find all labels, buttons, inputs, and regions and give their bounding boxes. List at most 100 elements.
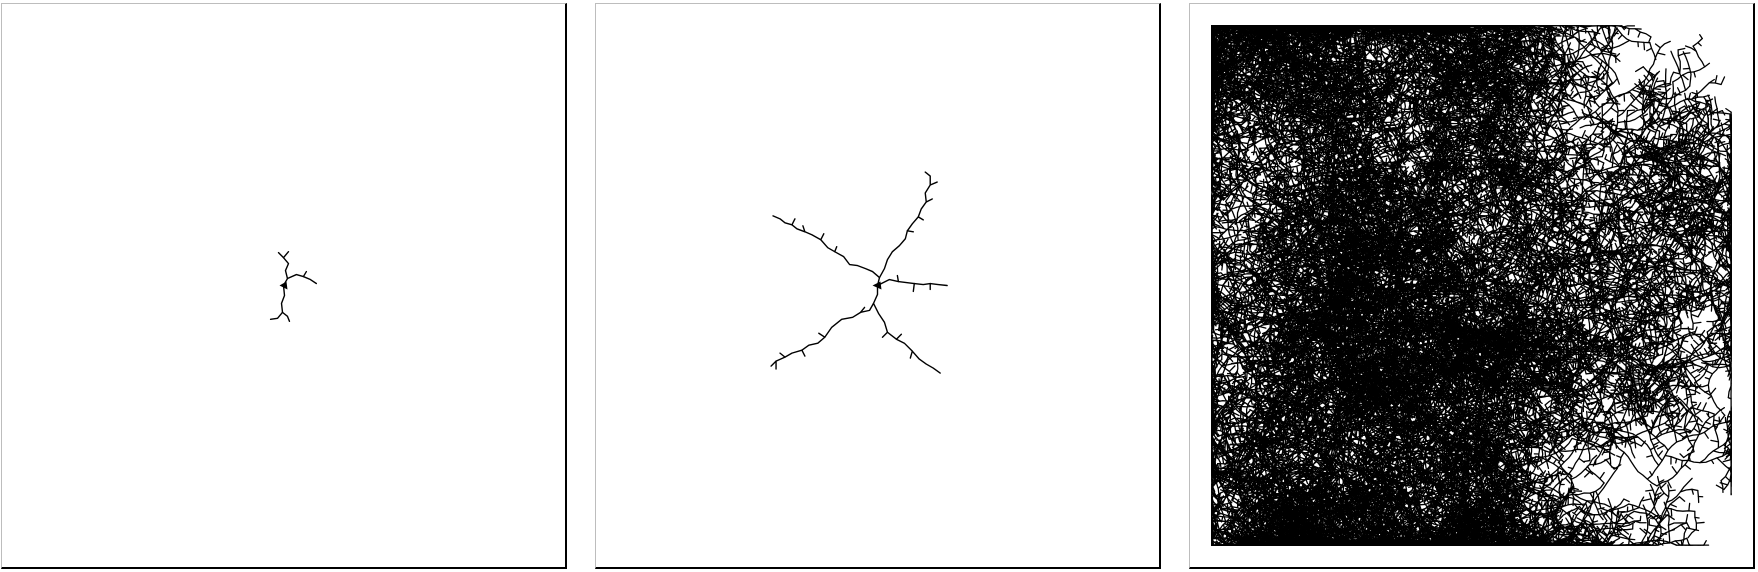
branch bbox=[1525, 201, 1533, 244]
branch bbox=[1263, 227, 1266, 235]
branch bbox=[1259, 242, 1268, 249]
branch bbox=[1585, 146, 1592, 150]
branch bbox=[1255, 274, 1272, 301]
branch bbox=[1262, 266, 1266, 275]
branch bbox=[1225, 183, 1243, 203]
branch bbox=[1211, 234, 1242, 242]
branch bbox=[1220, 272, 1226, 278]
tree-branches bbox=[1211, 25, 1732, 546]
branch bbox=[929, 181, 938, 186]
branch bbox=[1225, 194, 1239, 216]
branch bbox=[896, 274, 900, 283]
branch bbox=[1211, 215, 1219, 224]
branching-tree-early bbox=[269, 250, 318, 323]
branch bbox=[1257, 225, 1262, 235]
branch bbox=[1512, 68, 1520, 72]
branch bbox=[1544, 203, 1548, 212]
branch bbox=[1232, 226, 1236, 237]
branch bbox=[1250, 279, 1255, 287]
branch bbox=[1245, 277, 1249, 286]
branch bbox=[802, 225, 806, 233]
branch bbox=[1592, 137, 1597, 143]
branch bbox=[834, 246, 838, 253]
branch bbox=[1239, 228, 1276, 235]
branch bbox=[1251, 115, 1257, 122]
branch bbox=[859, 306, 866, 314]
branch bbox=[818, 332, 826, 338]
branch bbox=[801, 349, 806, 357]
branch bbox=[1259, 218, 1269, 225]
branch bbox=[1242, 283, 1247, 289]
branch bbox=[1229, 241, 1249, 293]
tree-branches bbox=[269, 250, 318, 323]
branch bbox=[281, 311, 291, 323]
branch bbox=[1211, 223, 1262, 232]
branch bbox=[1244, 312, 1248, 332]
branch bbox=[1212, 243, 1219, 248]
branch bbox=[791, 218, 796, 226]
branch bbox=[1261, 255, 1268, 260]
branch bbox=[1211, 233, 1220, 239]
branch bbox=[1228, 266, 1235, 270]
branch bbox=[1246, 196, 1255, 200]
branch bbox=[1250, 234, 1260, 238]
tree-branches bbox=[770, 171, 948, 374]
branch bbox=[1234, 134, 1285, 226]
branch bbox=[277, 251, 285, 259]
branch bbox=[1285, 182, 1304, 188]
branch bbox=[872, 302, 941, 374]
branch bbox=[1241, 185, 1249, 193]
branch bbox=[1244, 218, 1255, 221]
branch bbox=[1237, 244, 1246, 249]
branch bbox=[1253, 125, 1257, 145]
branch bbox=[1250, 257, 1257, 265]
branch bbox=[820, 233, 825, 241]
branch bbox=[1581, 129, 1586, 139]
branch bbox=[1314, 260, 1322, 263]
branch bbox=[1559, 122, 1569, 125]
branch bbox=[1225, 200, 1239, 241]
branch bbox=[1228, 277, 1275, 293]
branch bbox=[269, 284, 286, 321]
branch bbox=[1266, 254, 1296, 277]
branch bbox=[1238, 290, 1249, 294]
branch bbox=[1244, 219, 1248, 229]
branch bbox=[909, 350, 914, 359]
branching-tree-middle bbox=[770, 171, 948, 374]
branch bbox=[1211, 222, 1221, 227]
branch bbox=[1211, 286, 1220, 291]
branch bbox=[912, 282, 916, 293]
branch bbox=[1273, 252, 1280, 256]
branch bbox=[1246, 201, 1249, 207]
branch bbox=[881, 331, 889, 338]
branch bbox=[772, 215, 881, 287]
branch bbox=[1427, 185, 1432, 194]
branch bbox=[1256, 275, 1271, 289]
branch bbox=[917, 216, 924, 221]
branch bbox=[282, 250, 290, 287]
branch bbox=[1222, 257, 1268, 308]
branch bbox=[1257, 143, 1278, 159]
branch bbox=[1279, 196, 1292, 202]
branch bbox=[1255, 151, 1279, 195]
branch bbox=[1297, 175, 1300, 190]
branch bbox=[770, 284, 879, 367]
branch bbox=[1247, 234, 1260, 240]
branching-tree-full bbox=[1211, 25, 1732, 546]
branch bbox=[895, 333, 903, 340]
branch bbox=[1221, 261, 1224, 271]
branch bbox=[1297, 146, 1303, 153]
branch bbox=[925, 198, 933, 203]
branch bbox=[1259, 149, 1268, 156]
branch bbox=[1414, 160, 1419, 171]
branch bbox=[878, 171, 931, 279]
branch bbox=[906, 230, 915, 233]
branch bbox=[1216, 238, 1229, 254]
panel-growth-stage-1 bbox=[1, 3, 567, 569]
branch bbox=[1266, 288, 1273, 294]
seed-point bbox=[872, 281, 882, 290]
branch bbox=[1211, 225, 1217, 230]
branch bbox=[302, 270, 308, 278]
branch bbox=[1249, 184, 1253, 194]
